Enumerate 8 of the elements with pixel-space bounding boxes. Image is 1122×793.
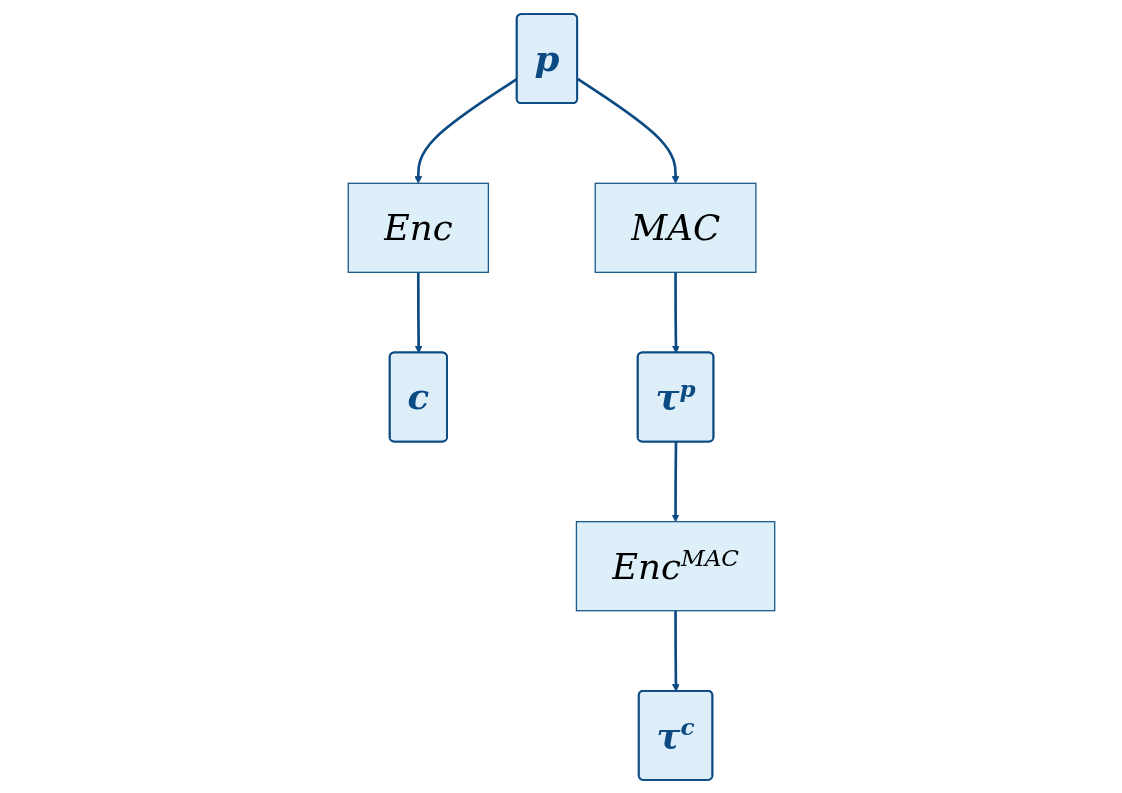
arrow — [414, 271, 423, 353]
node-box: Enc — [347, 182, 489, 273]
arrow — [576, 77, 679, 184]
arrow — [671, 441, 679, 522]
node-box: Enc$^{MAC}$ — [575, 520, 775, 611]
node-box: MAC — [594, 182, 757, 273]
arrow — [671, 271, 680, 353]
arrow — [671, 610, 680, 692]
